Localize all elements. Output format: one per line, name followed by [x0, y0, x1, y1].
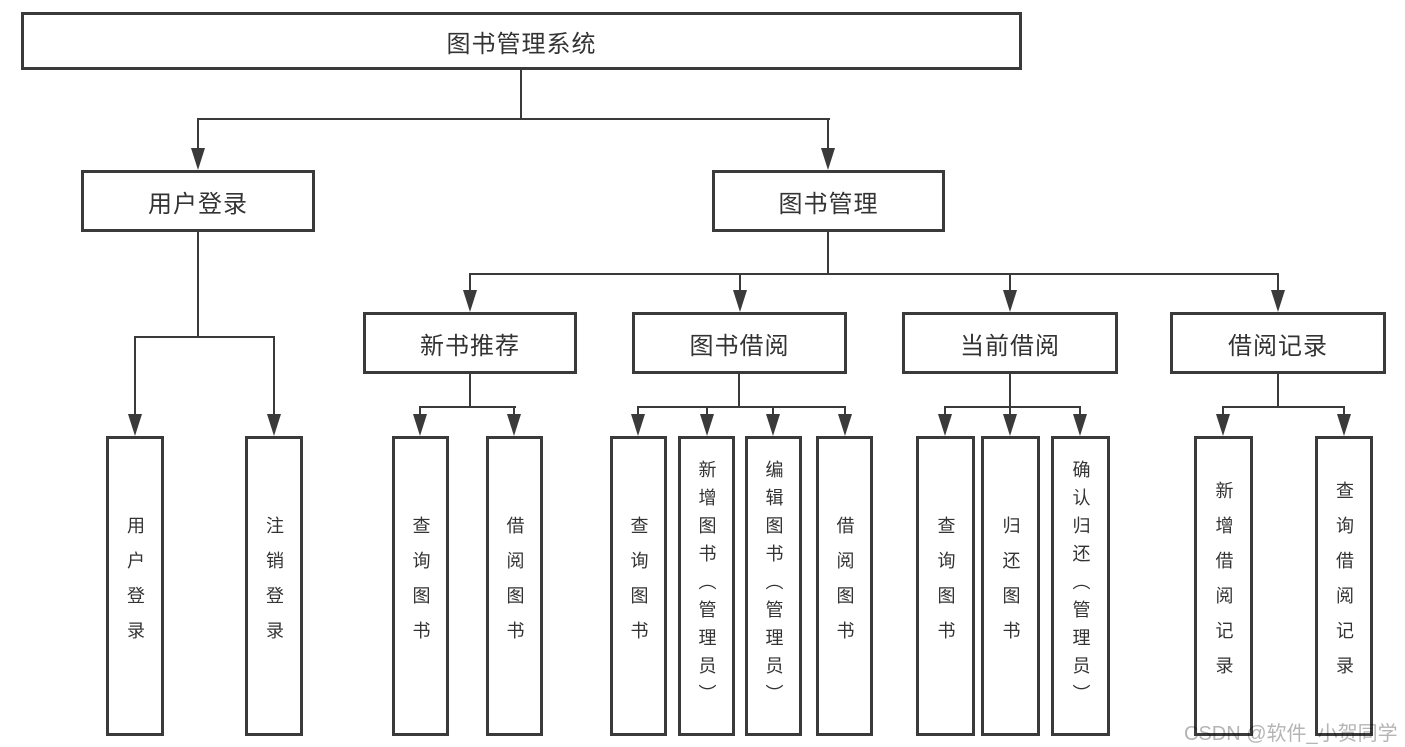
node-book-borrow: 图书借阅 — [632, 312, 847, 374]
leaf-return-book: 归还图书 — [981, 436, 1040, 736]
connector-arrow-stem — [1079, 406, 1081, 416]
connector-arrow-stem — [273, 336, 275, 416]
leaf-query-borrow-record: 查询借阅记录 — [1315, 436, 1373, 736]
node-root-label: 图书管理系统 — [446, 30, 597, 58]
arrow-down-icon — [463, 290, 477, 312]
leaf-label: 归还图书 — [1000, 516, 1021, 656]
leaf-edit-book-admin: 编辑图书（管理员） — [745, 436, 802, 736]
leaf-query-book-3: 查询图书 — [916, 436, 975, 736]
node-current-borrow-label: 当前借阅 — [960, 332, 1060, 360]
connector-arrow-stem — [772, 406, 774, 416]
node-new-book-recommend-label: 新书推荐 — [420, 332, 520, 360]
connector-arrow-stem — [419, 406, 421, 416]
connector-current-borrow-rail — [944, 406, 1081, 408]
leaf-label: 用户登录 — [125, 516, 145, 656]
connector-user-login-rail — [134, 336, 275, 338]
leaf-label: 借阅图书 — [504, 516, 525, 656]
arrow-down-icon — [128, 414, 142, 436]
leaf-label: 编辑图书（管理员） — [763, 460, 784, 712]
connector-arrow-stem — [197, 118, 199, 150]
node-book-management-label: 图书管理 — [778, 190, 879, 218]
connector-arrow-stem — [513, 406, 515, 416]
leaf-label: 查询图书 — [628, 516, 649, 656]
leaf-logout: 注销登录 — [245, 436, 303, 736]
connector-level3-rail — [469, 273, 1279, 275]
arrow-down-icon — [733, 290, 747, 312]
leaf-label: 确认归还（管理员） — [1070, 460, 1091, 712]
connector-arrow-stem — [637, 406, 639, 416]
connector-book-borrow-rail — [637, 406, 846, 408]
connector-borrow-records-stem — [1277, 374, 1279, 408]
connector-borrow-records-rail — [1222, 406, 1345, 408]
connector-new-book-rail — [419, 406, 516, 408]
leaf-label: 查询图书 — [935, 516, 956, 656]
arrow-down-icon — [631, 414, 645, 436]
leaf-label: 查询借阅记录 — [1334, 481, 1354, 691]
arrow-down-icon — [413, 414, 427, 436]
connector-arrow-stem — [1009, 406, 1011, 416]
leaf-query-book-1: 查询图书 — [392, 436, 449, 736]
arrow-down-icon — [191, 148, 205, 170]
connector-arrow-stem — [134, 336, 136, 416]
leaf-label: 借阅图书 — [834, 516, 855, 656]
connector-arrow-stem — [469, 273, 471, 292]
arrow-down-icon — [1271, 290, 1285, 312]
leaf-borrow-book-1: 借阅图书 — [486, 436, 543, 736]
connector-arrow-stem — [1277, 273, 1279, 292]
connector-arrow-stem — [944, 406, 946, 416]
connector-arrow-stem — [1343, 406, 1345, 416]
leaf-borrow-book-2: 借阅图书 — [816, 436, 873, 736]
connector-arrow-stem — [827, 118, 829, 150]
arrow-down-icon — [267, 414, 281, 436]
node-user-login: 用户登录 — [81, 170, 315, 232]
connector-user-login-stem — [197, 232, 199, 338]
leaf-label: 新增图书（管理员） — [696, 460, 717, 712]
leaf-add-book-admin: 新增图书（管理员） — [678, 436, 735, 736]
arrow-down-icon — [1003, 414, 1017, 436]
connector-book-mgmt-stem — [827, 232, 829, 275]
connector-arrow-stem — [739, 273, 741, 292]
node-book-borrow-label: 图书借阅 — [689, 332, 790, 360]
arrow-down-icon — [838, 414, 852, 436]
node-borrow-records-label: 借阅记录 — [1228, 332, 1328, 360]
leaf-label: 注销登录 — [264, 516, 284, 656]
connector-current-borrow-stem — [1009, 374, 1011, 408]
node-user-login-label: 用户登录 — [148, 190, 248, 218]
node-root: 图书管理系统 — [21, 12, 1022, 70]
connector-level2-rail — [197, 118, 830, 120]
connector-new-book-stem — [469, 374, 471, 408]
node-book-management: 图书管理 — [712, 170, 945, 232]
connector-book-borrow-stem — [738, 374, 740, 408]
node-borrow-records: 借阅记录 — [1170, 312, 1386, 374]
connector-root-stem — [520, 70, 522, 120]
arrow-down-icon — [1337, 414, 1351, 436]
csdn-watermark: CSDN @软件_小贺同学 — [1184, 723, 1398, 745]
connector-arrow-stem — [706, 406, 708, 416]
node-current-borrow: 当前借阅 — [902, 312, 1118, 374]
arrow-down-icon — [1216, 414, 1230, 436]
leaf-user-login: 用户登录 — [106, 436, 164, 736]
leaf-label: 查询图书 — [410, 516, 431, 656]
arrow-down-icon — [821, 148, 835, 170]
arrow-down-icon — [938, 414, 952, 436]
leaf-add-borrow-record: 新增借阅记录 — [1194, 436, 1253, 736]
connector-arrow-stem — [1009, 273, 1011, 292]
connector-arrow-stem — [1222, 406, 1224, 416]
arrow-down-icon — [1073, 414, 1087, 436]
arrow-down-icon — [1003, 290, 1017, 312]
connector-arrow-stem — [844, 406, 846, 416]
leaf-label: 新增借阅记录 — [1213, 481, 1234, 691]
leaf-confirm-return-admin: 确认归还（管理员） — [1051, 436, 1110, 736]
arrow-down-icon — [700, 414, 714, 436]
arrow-down-icon — [507, 414, 521, 436]
arrow-down-icon — [766, 414, 780, 436]
leaf-query-book-2: 查询图书 — [610, 436, 667, 736]
node-new-book-recommend: 新书推荐 — [363, 312, 577, 374]
